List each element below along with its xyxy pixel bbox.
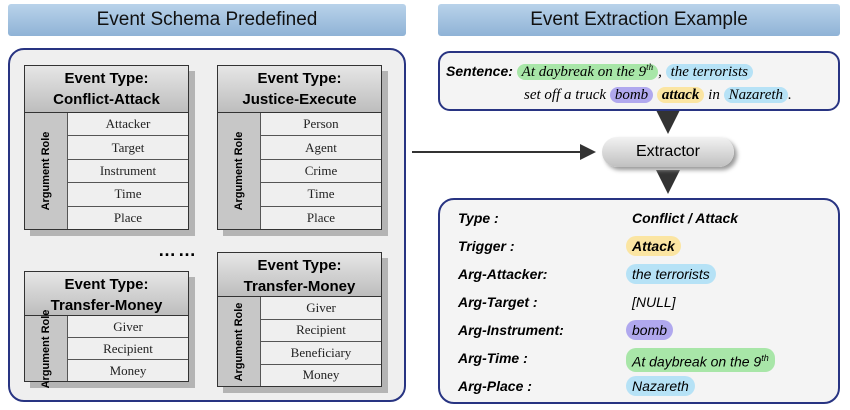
period: . [788, 87, 792, 103]
role-cell: Place [306, 209, 336, 225]
result-row-time: Arg-Time : At daybreak on the 9th [440, 348, 838, 372]
result-box: Type : Conflict / Attack Trigger : Attac… [438, 198, 840, 404]
card-title-line1: Event Type: [64, 70, 149, 87]
result-row-type: Type : Conflict / Attack [440, 208, 838, 230]
role-cell: Person [261, 113, 381, 137]
result-value: At daybreak on the 9th [626, 348, 775, 372]
role-cell: Crime [261, 160, 381, 184]
argument-role-label: Argument Role [218, 113, 261, 229]
sentence-box: Sentence: At daybreak on the 9th, the te… [438, 51, 840, 111]
role-cell: Target [68, 136, 188, 160]
result-row-trigger: Trigger : Attack [440, 236, 838, 258]
result-key: Arg-Attacker: [458, 266, 548, 282]
role-cell: Recipient [68, 338, 188, 360]
result-key: Type : [458, 210, 499, 226]
card-title-line1: Event Type: [64, 276, 149, 293]
card-title-line2: Justice-Execute [242, 91, 357, 108]
card-title-line1: Event Type: [257, 70, 342, 87]
result-key: Arg-Instrument: [458, 322, 564, 338]
role-block: Argument Role Attacker Target Instrument… [24, 113, 189, 230]
time-span: At daybreak on the 9th [516, 62, 659, 80]
result-row-instrument: Arg-Instrument: bomb [440, 320, 838, 342]
card-title-line2: Transfer-Money [50, 297, 163, 314]
card-title: Event Type: Transfer-Money [24, 271, 189, 316]
role-cell: Giver [261, 297, 381, 320]
example-header: Event Extraction Example [438, 4, 840, 36]
sentence-mid: set off a truck [524, 87, 607, 103]
role-cell: Attacker [68, 113, 188, 137]
role-cell: Beneficiary [261, 342, 381, 365]
result-row-attacker: Arg-Attacker: the terrorists [440, 264, 838, 286]
card-title-line2: Transfer-Money [243, 278, 356, 295]
card-title: Event Type: Transfer-Money [217, 252, 382, 297]
trigger-span: attack [656, 87, 705, 103]
result-key: Trigger : [458, 238, 515, 254]
result-row-target: Arg-Target : [NULL] [440, 292, 838, 314]
role-cell: Money [302, 367, 340, 383]
argument-role-label: Argument Role [25, 309, 68, 388]
role-cell: Agent [261, 136, 381, 160]
card-title-line1: Event Type: [257, 257, 342, 274]
result-value: Attack [626, 236, 681, 256]
result-key: Arg-Place : [458, 378, 532, 394]
schema-card-conflict-attack: Event Type: Conflict-Attack Argument Rol… [24, 65, 189, 230]
role-cell: Time [68, 183, 188, 207]
role-block: Argument Role Person Agent Crime Time Pl… [217, 113, 382, 230]
result-value: the terrorists [626, 264, 716, 284]
sentence-line-2: set off a truck bomb attack in Nazareth. [524, 87, 792, 104]
role-cell: Instrument [68, 160, 188, 184]
extractor-node: Extractor [602, 137, 734, 167]
role-cell: Recipient [261, 320, 381, 342]
result-value: [NULL] [632, 294, 676, 310]
result-key: Arg-Target : [458, 294, 538, 310]
schema-card-justice-execute: Event Type: Justice-Execute Argument Rol… [217, 65, 382, 230]
instrument-span: bomb [609, 87, 654, 103]
result-value: Conflict / Attack [632, 210, 739, 226]
card-title-line2: Conflict-Attack [53, 91, 160, 108]
place-span: Nazareth [723, 87, 789, 103]
sentence-line-1: Sentence: At daybreak on the 9th, the te… [446, 62, 753, 81]
card-title: Event Type: Justice-Execute [217, 65, 382, 113]
sentence-label: Sentence: [446, 63, 513, 79]
role-cell: Giver [68, 316, 188, 338]
schema-header: Event Schema Predefined [8, 4, 406, 36]
result-row-place: Arg-Place : Nazareth [440, 376, 838, 398]
attacker-span: the terrorists [665, 64, 753, 80]
card-title: Event Type: Conflict-Attack [24, 65, 189, 113]
schema-card-transfer-money-2: Event Type: Transfer-Money Argument Role… [217, 252, 382, 387]
argument-role-label: Argument Role [218, 297, 261, 386]
comma: , [658, 64, 662, 80]
schema-card-transfer-money-1: Event Type: Transfer-Money Argument Role… [24, 271, 189, 388]
role-cell: Place [113, 209, 143, 225]
role-cell: Money [109, 362, 147, 378]
result-key: Arg-Time : [458, 350, 528, 366]
ellipsis: …… [158, 240, 198, 260]
argument-role-label: Argument Role [25, 113, 68, 229]
role-cell: Time [261, 183, 381, 207]
result-value: bomb [626, 320, 674, 340]
sentence-in: in [708, 87, 720, 103]
role-block: Argument Role Giver Recipient Beneficiar… [217, 297, 382, 387]
result-value: Nazareth [626, 376, 695, 396]
role-block: Argument Role Giver Recipient Money [24, 309, 189, 388]
